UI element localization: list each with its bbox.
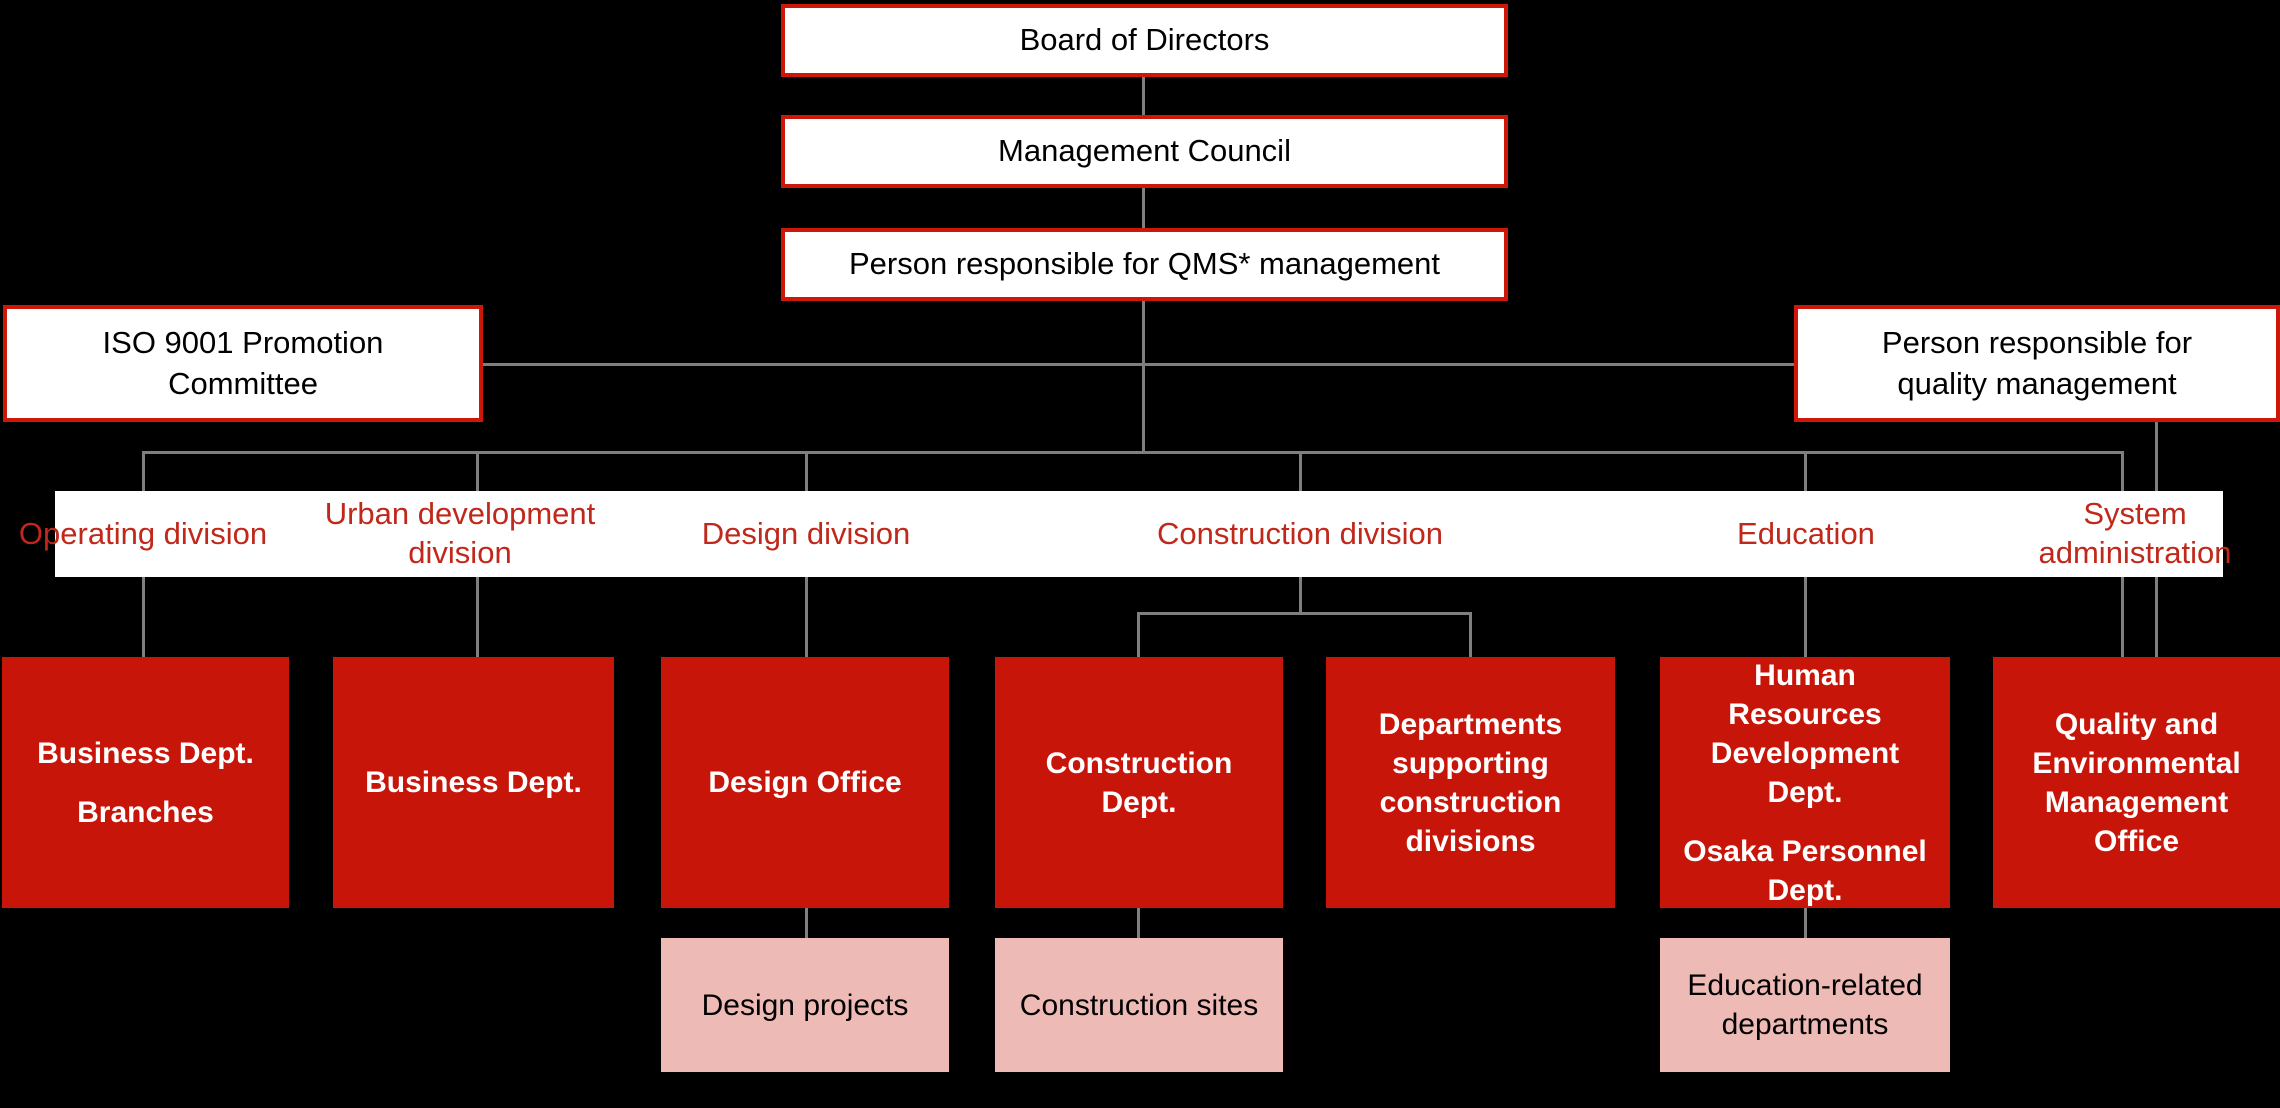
- connector-line: [1137, 612, 1140, 657]
- box-label: ISO 9001 Promotion Committee: [102, 325, 384, 401]
- connector-line: [1137, 908, 1140, 938]
- dept-box-quality-environmental: Quality and Environmental Management Off…: [1993, 657, 2280, 908]
- division-label-construction: Construction division: [1156, 515, 1444, 551]
- dept-box-line: Departments supporting construction divi…: [1378, 707, 1563, 858]
- dept-box-construction-support: Departments supporting construction divi…: [1326, 657, 1615, 908]
- sub-box-design-projects: Design projects: [661, 938, 949, 1072]
- dept-box-line: Branches: [77, 795, 214, 829]
- dept-box-business-dept: Business Dept.: [333, 657, 614, 908]
- division-label-urban-development: Urban development division: [324, 496, 596, 570]
- division-label-system-administration: System administration: [2038, 496, 2232, 570]
- connector-line: [1137, 612, 1472, 615]
- box-management-council: Management Council: [781, 115, 1508, 188]
- connector-line: [1142, 186, 1145, 228]
- dept-box-line: Business Dept.: [37, 736, 254, 770]
- box-iso-9001-promotion-committee: ISO 9001 Promotion Committee: [3, 305, 483, 422]
- dept-box-line: Business Dept.: [365, 766, 582, 799]
- connector-line: [1142, 75, 1145, 115]
- dept-box-construction-dept: Construction Dept.: [995, 657, 1283, 908]
- connector-line: [805, 908, 808, 938]
- dept-box-line: Osaka Personnel Dept.: [1683, 834, 1927, 907]
- sub-box-label: Education-related departments: [1687, 969, 1923, 1041]
- box-label: Board of Directors: [1019, 22, 1270, 58]
- connector-line: [1142, 301, 1145, 452]
- division-label-education: Education: [1737, 515, 1875, 551]
- connector-line: [143, 451, 2124, 454]
- box-qms-manager: Person responsible for QMS* management: [781, 228, 1508, 301]
- box-label: Management Council: [998, 133, 1291, 169]
- sub-box-construction-sites: Construction sites: [995, 938, 1283, 1072]
- box-board-of-directors: Board of Directors: [781, 4, 1508, 77]
- sub-box-label: Design projects: [701, 988, 909, 1022]
- connector-line: [1469, 612, 1472, 657]
- dept-box-line: Human Resources Development Dept.: [1710, 658, 1900, 809]
- division-label-operating: Operating division: [18, 515, 268, 551]
- dept-box-design-office: Design Office: [661, 657, 949, 908]
- dept-box-line: Design Office: [708, 766, 902, 799]
- dept-box-business-dept-branches: Business Dept. Branches: [2, 657, 289, 908]
- box-label: Person responsible for quality managemen…: [1881, 325, 2193, 401]
- division-label-design: Design division: [701, 515, 911, 551]
- dept-box-hr-osaka-personnel: Human Resources Development Dept. Osaka …: [1660, 657, 1950, 908]
- sub-box-education-related: Education-related departments: [1660, 938, 1950, 1072]
- dept-box-line: Quality and Environmental Management Off…: [2032, 707, 2241, 858]
- box-label: Person responsible for QMS* management: [848, 246, 1440, 282]
- dept-box-line: Construction Dept.: [1045, 746, 1233, 819]
- box-person-responsible-quality-management: Person responsible for quality managemen…: [1794, 305, 2280, 422]
- sub-box-label: Construction sites: [1019, 988, 1259, 1022]
- connector-line: [483, 363, 1794, 366]
- connector-line: [1804, 908, 1807, 938]
- division-band: [55, 491, 2223, 577]
